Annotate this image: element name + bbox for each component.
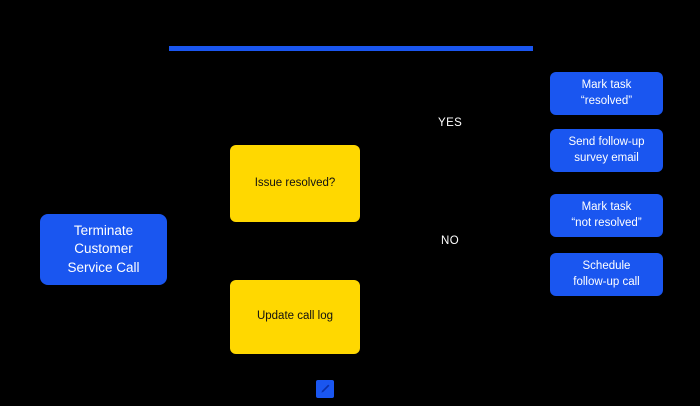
node-send-follow-up-survey-email[interactable]: Send follow-up survey email [550,129,663,172]
node-schedule-follow-up-call[interactable]: Schedule follow-up call [550,253,663,296]
top-divider-rule [169,46,533,51]
node-mark-task-not-resolved[interactable]: Mark task “not resolved” [550,194,663,237]
node-update-call-log[interactable]: Update call log [230,280,360,354]
edit-tool-button[interactable] [316,380,334,398]
edge-label-yes: YES [438,117,463,129]
node-mark-task-resolved[interactable]: Mark task “resolved” [550,72,663,115]
node-issue-resolved[interactable]: Issue resolved? [230,145,360,222]
edge-label-no: NO [441,235,460,247]
node-terminate-customer-service-call[interactable]: Terminate Customer Service Call [40,214,167,285]
pencil-icon [319,383,331,395]
